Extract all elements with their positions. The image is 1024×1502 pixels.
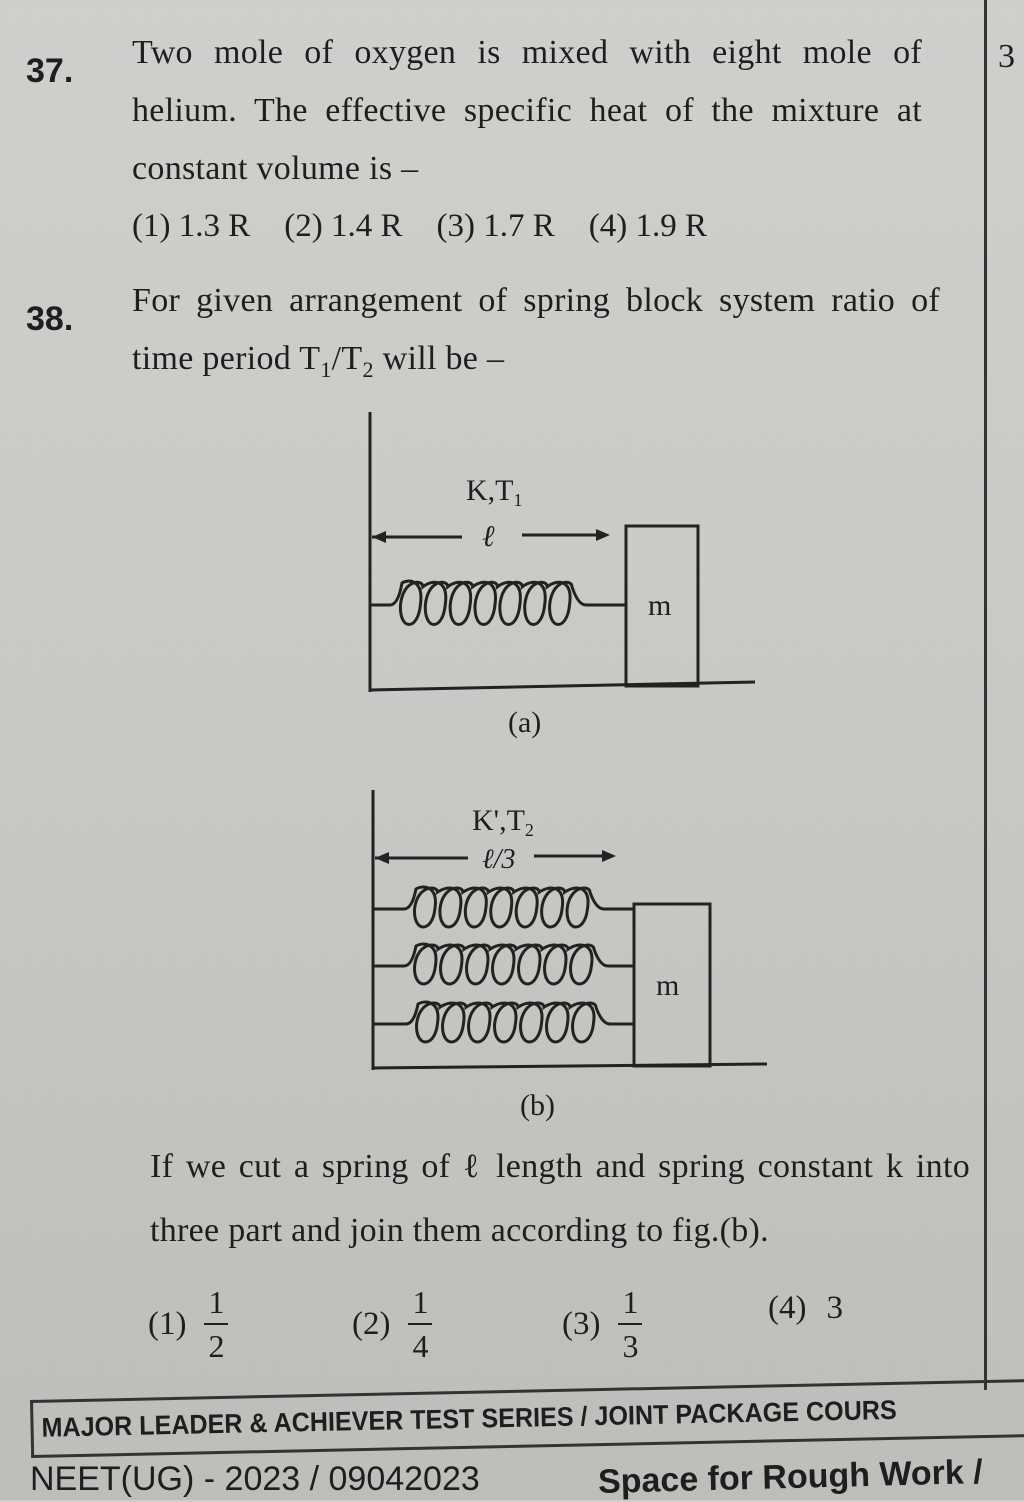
option-value: 3 [826, 1290, 843, 1326]
figure-b-caption: (b) [520, 1089, 555, 1122]
option-3[interactable]: (3) 1.7 R [436, 208, 555, 244]
spring [373, 1000, 634, 1044]
figure-a-caption: (a) [508, 706, 541, 739]
option-label: (4) [768, 1290, 807, 1326]
figure-b-mass: m [656, 969, 679, 1002]
fraction-bar [408, 1323, 433, 1325]
option-4[interactable]: (4) 1.9 R [588, 208, 707, 244]
spring [370, 579, 626, 626]
numerator: 1 [622, 1284, 639, 1320]
spring-figures: K,T1 ℓ m (a) K',T2 ℓ/3 m (b) [368, 412, 768, 1122]
subscript: 2 [362, 356, 374, 382]
option-label: (3) [562, 1305, 601, 1342]
mass-block [632, 902, 712, 1068]
text: will be – [373, 340, 505, 377]
question-37-number: 37. [26, 52, 74, 90]
floor [369, 680, 756, 692]
numerator: 1 [208, 1284, 225, 1320]
column-divider [984, 0, 987, 1390]
arrowhead [602, 850, 616, 862]
figure-a [368, 412, 756, 692]
figure-a-label: K,T1 [466, 474, 523, 510]
option-1[interactable]: (1) 1.3 R [132, 208, 251, 244]
figure-a-length: ℓ [482, 520, 495, 553]
arrowhead [372, 531, 386, 543]
exam-code: NEET(UG) - 2023 / 09042023 [30, 1460, 480, 1498]
arrowhead [596, 529, 610, 541]
footer-series-banner: MAJOR LEADER & ACHIEVER TEST SERIES / JO… [30, 1378, 1024, 1458]
denominator: 2 [208, 1328, 225, 1364]
arrowhead [375, 852, 389, 864]
text: /T [331, 340, 363, 377]
figure-b-label: K',T2 [472, 804, 534, 840]
option-label: (1) [148, 1305, 187, 1342]
denominator: 3 [622, 1328, 639, 1364]
denominator: 4 [412, 1328, 429, 1364]
question-37-options: (1) 1.3 R (2) 1.4 R (3) 1.7 R (4) 1.9 R [132, 208, 707, 245]
question-38-number: 38. [26, 300, 74, 338]
question-37-text: Two mole of oxygen is mixed with eight m… [132, 34, 922, 187]
option-2[interactable]: (2) 1.4 R [284, 208, 403, 244]
spring [373, 942, 634, 986]
fraction-bar [204, 1323, 229, 1325]
next-column-fragment: 3 [998, 38, 1015, 75]
figure-b-length: ℓ/3 [482, 844, 515, 875]
rough-work-label: Space for Rough Work / [597, 1452, 984, 1502]
figure-b [371, 790, 768, 1070]
figure-a-mass: m [648, 589, 671, 622]
subscript: 1 [320, 356, 332, 382]
text: For given arrangement of spring block sy… [132, 282, 940, 377]
spring [373, 885, 634, 929]
fraction-bar [618, 1323, 643, 1325]
question-38-note: If we cut a spring of ℓ length and sprin… [150, 1148, 970, 1249]
option-4[interactable]: (4) 3 [768, 1290, 843, 1327]
series-title: MAJOR LEADER & ACHIEVER TEST SERIES / JO… [41, 1394, 897, 1443]
numerator: 1 [412, 1284, 429, 1320]
question-38-text: For given arrangement of spring block sy… [132, 272, 940, 399]
option-label: (2) [352, 1305, 391, 1342]
